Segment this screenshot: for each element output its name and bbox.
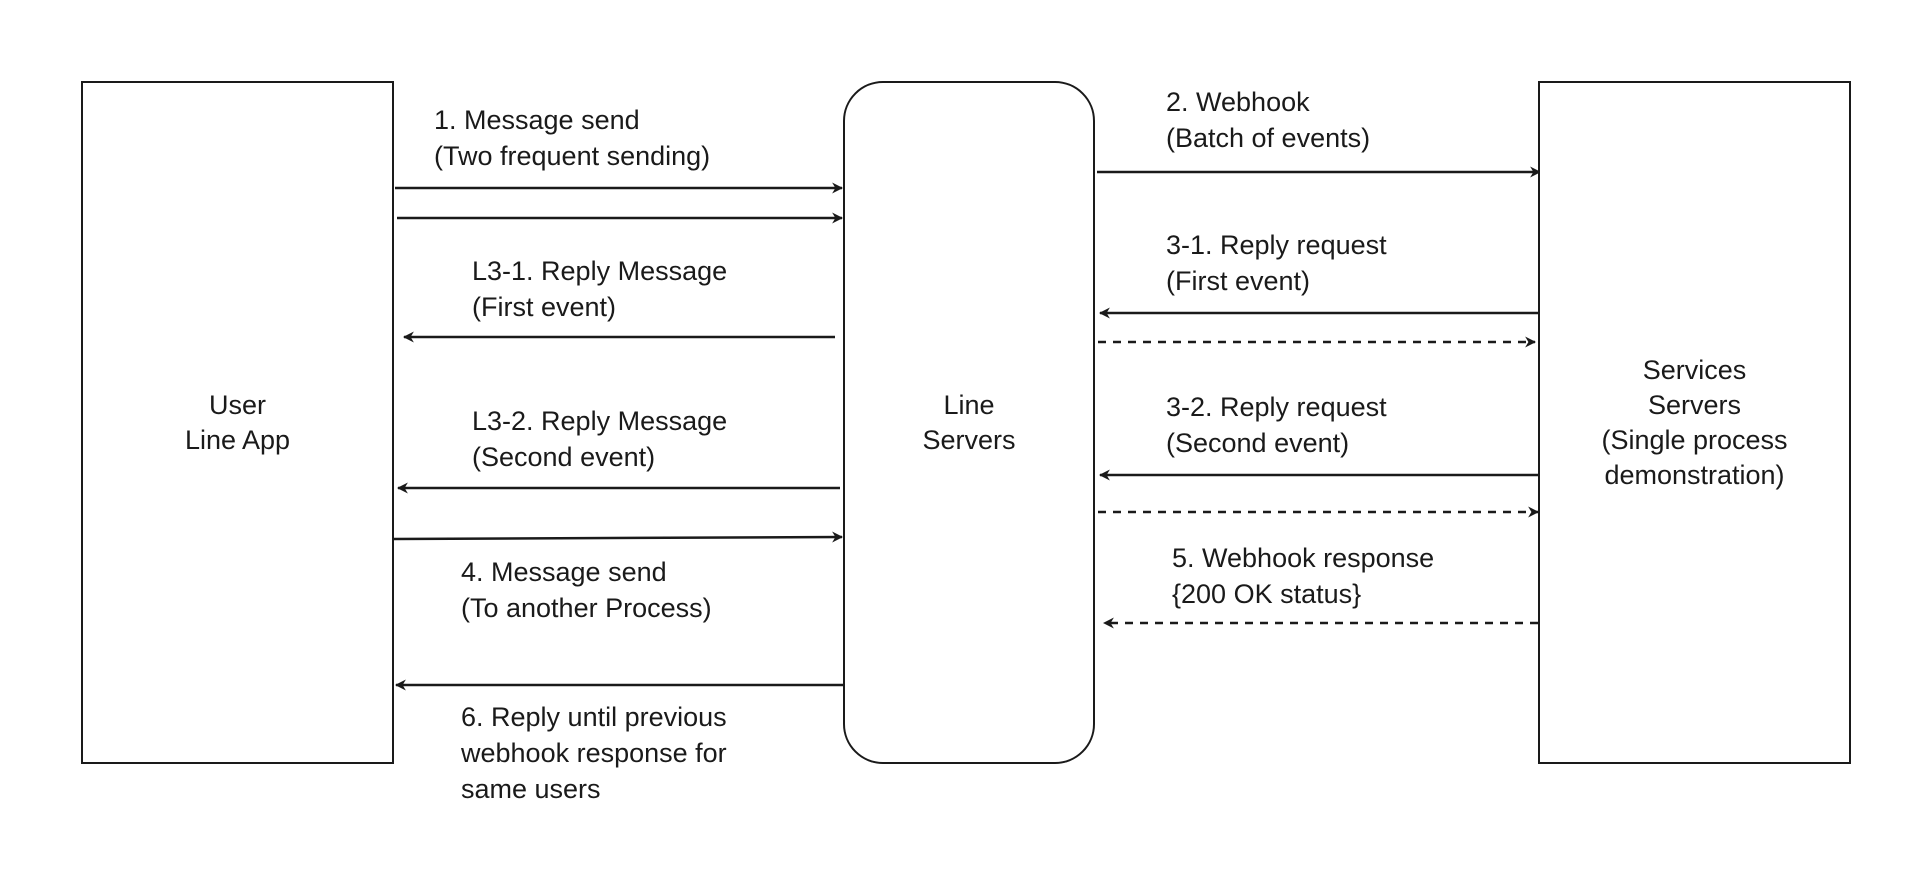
edge-label-line: 5. Webhook response bbox=[1172, 543, 1435, 573]
services-servers-label: Services Servers (Single process demonst… bbox=[1601, 353, 1787, 493]
services-servers-node: Services Servers (Single process demonst… bbox=[1538, 81, 1851, 764]
line-servers-label: Line Servers bbox=[922, 388, 1015, 458]
user-line-app-label: User Line App bbox=[185, 388, 290, 458]
edge-label-line: webhook response for bbox=[461, 738, 727, 768]
edge-label-reply-message-1: L3-1. Reply Message (First event) bbox=[472, 253, 727, 325]
edge-label-message-send-another: 4. Message send (To another Process) bbox=[461, 554, 712, 626]
edge-label-line: (Second event) bbox=[1166, 428, 1350, 458]
arrow-message-send-another bbox=[392, 531, 844, 543]
services-servers-label-line: Servers bbox=[1647, 389, 1742, 420]
user-line-app-label-line: User bbox=[208, 389, 266, 420]
edge-label-line: (To another Process) bbox=[461, 593, 712, 623]
edge-label-line: 3-2. Reply request bbox=[1166, 392, 1387, 422]
edge-label-line: (First event) bbox=[472, 292, 617, 322]
edge-label-line: same users bbox=[461, 774, 601, 804]
edge-label-line: 2. Webhook bbox=[1166, 87, 1310, 117]
edge-label-webhook-response: 5. Webhook response {200 OK status} bbox=[1172, 540, 1434, 612]
edge-label-reply-request-2: 3-2. Reply request (Second event) bbox=[1166, 389, 1387, 461]
edge-label-message-send: 1. Message send (Two frequent sending) bbox=[434, 102, 710, 174]
edge-label-reply-until: 6. Reply until previous webhook response… bbox=[461, 699, 727, 807]
edge-label-line: L3-2. Reply Message bbox=[472, 406, 728, 436]
edge-label-line: 6. Reply until previous bbox=[461, 702, 727, 732]
edge-label-line: 4. Message send bbox=[461, 557, 667, 587]
services-servers-label-line: demonstration) bbox=[1604, 459, 1785, 490]
edge-label-webhook: 2. Webhook (Batch of events) bbox=[1166, 84, 1370, 156]
edge-label-line: {200 OK status} bbox=[1172, 579, 1362, 609]
edge-label-line: 1. Message send bbox=[434, 105, 640, 135]
services-servers-label-line: (Single process bbox=[1601, 424, 1788, 455]
edge-label-line: L3-1. Reply Message bbox=[472, 256, 728, 286]
line-servers-label-line: Line bbox=[943, 389, 995, 420]
services-servers-label-line: Services bbox=[1642, 354, 1747, 385]
edge-label-line: 3-1. Reply request bbox=[1166, 230, 1387, 260]
line-servers-node: Line Servers bbox=[843, 81, 1095, 764]
line-servers-label-line: Servers bbox=[922, 424, 1016, 455]
user-line-app-node: User Line App bbox=[81, 81, 394, 764]
edge-label-line: (Batch of events) bbox=[1166, 123, 1371, 153]
edge-label-line: (Two frequent sending) bbox=[434, 141, 711, 171]
edge-label-reply-message-2: L3-2. Reply Message (Second event) bbox=[472, 403, 727, 475]
user-line-app-label-line: Line App bbox=[184, 424, 291, 455]
edge-label-line: (Second event) bbox=[472, 442, 656, 472]
edge-label-reply-request-1: 3-1. Reply request (First event) bbox=[1166, 227, 1387, 299]
edge-label-line: (First event) bbox=[1166, 266, 1311, 296]
